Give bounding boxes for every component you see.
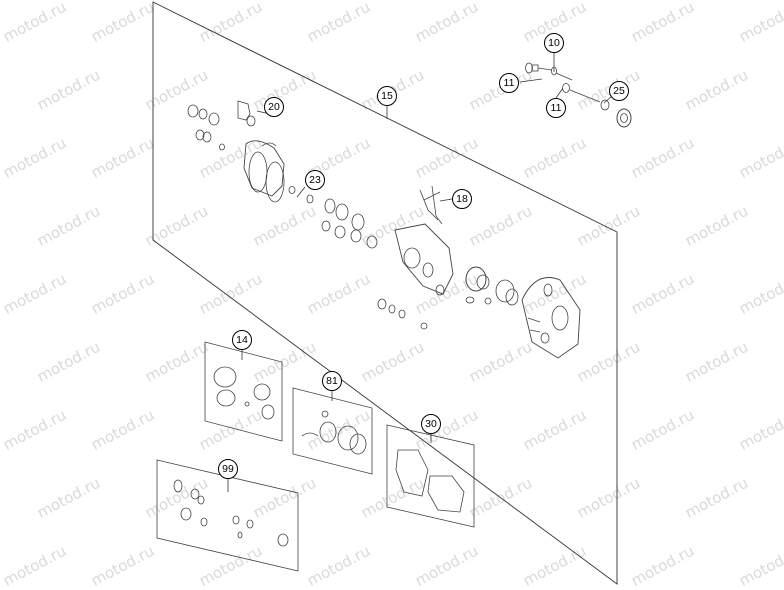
pistons-seals-row [306,194,378,249]
caliper-left-group [187,100,296,203]
kit-panel-81 [292,387,373,475]
callout-81-label: 81 [326,375,338,387]
kit-panel-30 [386,424,475,528]
callout-25[interactable]: 25 [609,81,629,101]
callout-81[interactable]: 81 [322,371,342,391]
callout-11-right-label: 11 [550,102,562,114]
callout-10-label: 10 [548,37,560,49]
callout-10[interactable]: 10 [544,33,564,53]
bushing-bolt-parts [525,62,632,128]
callout-25-label: 25 [613,85,625,97]
callout-15[interactable]: 15 [377,86,397,106]
callout-11-left[interactable]: 11 [499,73,519,93]
kit-99-parts [173,479,289,547]
callout-20-label: 20 [268,101,280,113]
kit-panel-14 [204,341,283,442]
callout-14-label: 14 [236,334,248,346]
kit-14-parts [213,366,275,420]
callout-11-left-label: 11 [503,77,515,89]
callout-11-right[interactable]: 11 [546,98,566,118]
callout-30[interactable]: 30 [421,414,441,434]
lower-small-parts [377,298,428,330]
kit-81-parts [301,410,367,455]
leader-lines [227,52,613,492]
callout-23[interactable]: 23 [305,170,325,190]
callout-99[interactable]: 99 [218,459,238,479]
callout-14[interactable]: 14 [232,330,252,350]
callout-18-label: 18 [456,193,468,205]
callout-15-label: 15 [381,90,393,102]
kit-panel-99 [156,459,299,572]
callout-23-label: 23 [309,174,321,186]
caliper-right-group [521,277,581,359]
kit-30-parts [395,449,465,513]
caliper-bracket-group [394,185,519,306]
assembly-panel-15 [152,1,618,585]
callout-30-label: 30 [425,418,437,430]
callout-20[interactable]: 20 [264,97,284,117]
callout-99-label: 99 [222,463,234,475]
callout-18[interactable]: 18 [452,189,472,209]
